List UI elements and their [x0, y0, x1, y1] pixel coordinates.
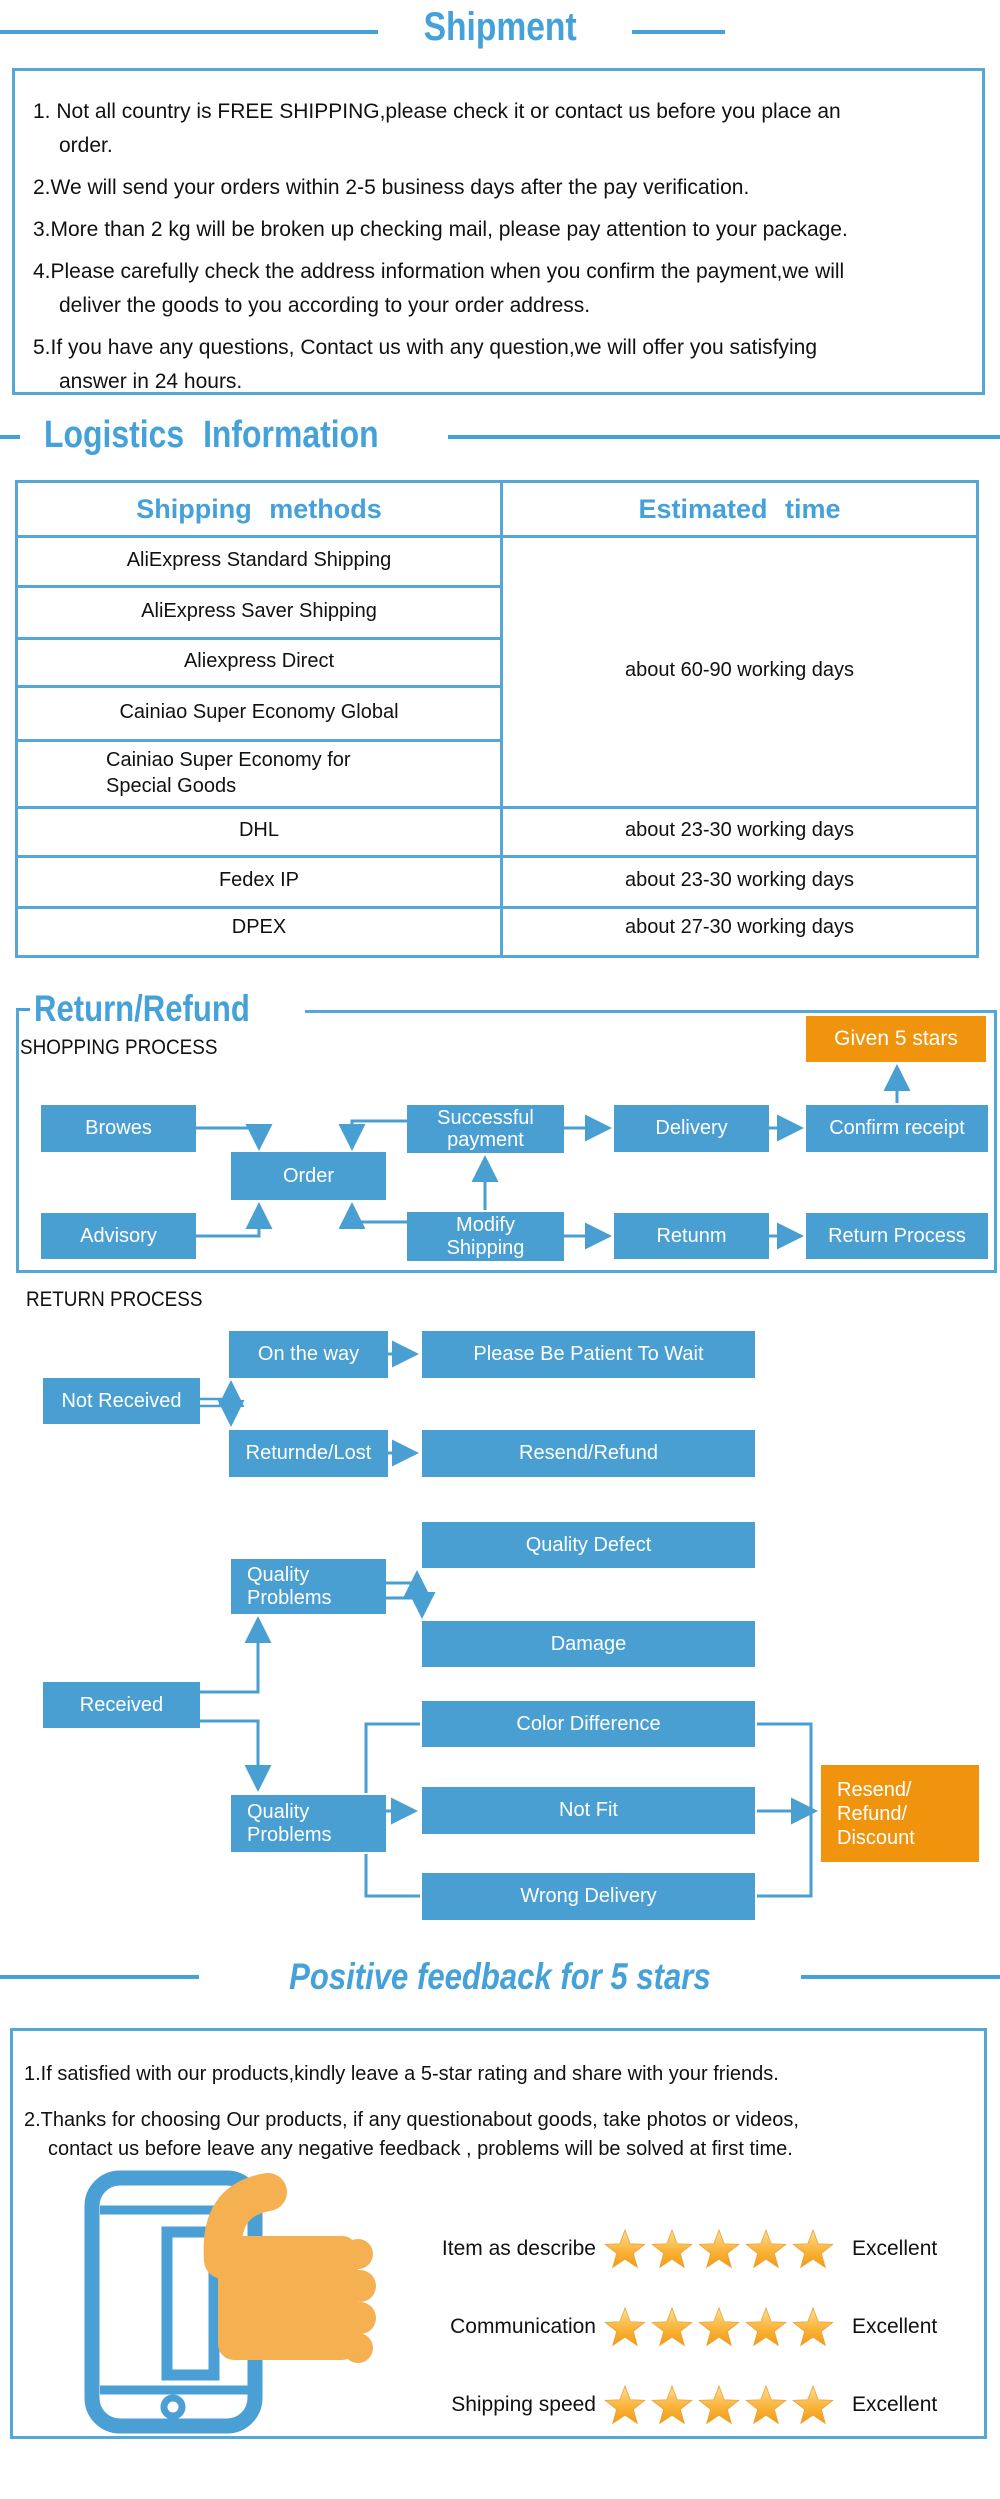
- flow-node-received: Received: [43, 1682, 200, 1728]
- method-aliexpress-saver: AliExpress Saver Shipping: [141, 599, 377, 622]
- rating-stars-communication: [604, 2305, 834, 2349]
- star-icon: [651, 2307, 693, 2347]
- star-icon: [651, 2385, 693, 2425]
- method-cainiao-global: Cainiao Super Economy Global: [119, 700, 399, 723]
- flow-node-wrong-delivery: Wrong Delivery: [422, 1873, 755, 1920]
- shipment-note-4: 4.Please carefully check the address inf…: [33, 260, 845, 317]
- rating-value-shipping-speed: Excellent: [852, 2393, 938, 2416]
- feedback-note-1: 1.If satisfied with our products,kindly …: [24, 2063, 779, 2085]
- rating-value-item-as-describe: Excellent: [852, 2237, 938, 2260]
- star-icon: [604, 2307, 646, 2347]
- thumbs-up-shape: [203, 2173, 376, 2363]
- logistics-title-left-dash: [0, 435, 20, 439]
- feedback-title: Positive feedback for 5 stars: [289, 1956, 711, 1997]
- flow-node-modify-shipping: Modify Shipping: [407, 1212, 564, 1261]
- rating-stars-shipping-speed: [604, 2383, 834, 2427]
- shopping-process-box-top-line: [305, 1010, 994, 1013]
- column-header-estimated-time: Estimated time: [638, 493, 841, 524]
- logistics-title: Logistics Information: [44, 414, 379, 456]
- star-icon: [745, 2307, 787, 2347]
- shopping-process-box: [16, 1010, 997, 1273]
- feedback-title-right-line: [801, 1975, 1000, 1979]
- flow-node-quality-problems-1: Quality Problems: [231, 1559, 386, 1614]
- feedback-title-left-line: [0, 1975, 199, 1979]
- rating-label-communication: Communication: [450, 2315, 596, 2338]
- rating-value-communication: Excellent: [852, 2315, 938, 2338]
- shipment-title-left-line: [0, 30, 378, 34]
- star-icon: [698, 2307, 740, 2347]
- flow-node-browes: Browes: [41, 1105, 196, 1152]
- time-dpex: about 27-30 working days: [624, 916, 855, 938]
- time-dhl: about 23-30 working days: [624, 819, 855, 841]
- rating-stars-item-as-describe: [604, 2227, 834, 2271]
- flow-node-advisory: Advisory: [41, 1213, 196, 1259]
- rating-label-item-as-describe: Item as describe: [441, 2237, 596, 2260]
- flow-node-return-process: Return Process: [806, 1213, 988, 1259]
- shipment-title-right-line: [632, 30, 725, 34]
- star-icon: [792, 2229, 834, 2269]
- table-row-line: [18, 585, 500, 588]
- flow-node-damage: Damage: [422, 1621, 755, 1667]
- flow-node-confirm-receipt: Confirm receipt: [806, 1105, 988, 1152]
- flow-node-not-fit: Not Fit: [422, 1787, 755, 1834]
- star-icon: [604, 2229, 646, 2269]
- flow-node-quality-defect: Quality Defect: [422, 1522, 755, 1568]
- flow-node-color-difference: Color Difference: [422, 1701, 755, 1747]
- method-dhl: DHL: [238, 819, 279, 841]
- rating-label-shipping-speed: Shipping speed: [451, 2393, 596, 2416]
- table-row-line: [18, 535, 976, 538]
- flow-node-please-be-patient: Please Be Patient To Wait: [422, 1331, 755, 1378]
- flow-node-retunm: Retunm: [614, 1213, 769, 1259]
- star-icon: [604, 2385, 646, 2425]
- table-row-line: [18, 806, 976, 809]
- method-aliexpress-standard: AliExpress Standard Shipping: [126, 548, 392, 571]
- star-icon: [792, 2307, 834, 2347]
- table-row-line: [18, 855, 976, 858]
- method-aliexpress-direct: Aliexpress Direct: [183, 649, 335, 672]
- logistics-table: Shipping methods Estimated time AliExpre…: [15, 480, 979, 958]
- method-cainiao-special-goods: Cainiao Super Economy for Special Goods: [106, 748, 351, 797]
- flow-node-delivery: Delivery: [614, 1105, 769, 1152]
- shipment-note-2: 2.We will send your orders within 2-5 bu…: [33, 176, 750, 199]
- star-icon: [651, 2229, 693, 2269]
- method-fedex: Fedex IP: [218, 869, 300, 891]
- flow-node-successful-payment: Successful payment: [407, 1105, 564, 1153]
- economy-estimated-time: about 60-90 working days: [624, 659, 855, 681]
- shipment-title: Shipment: [423, 5, 577, 49]
- flow-node-resend-refund: Resend/Refund: [422, 1430, 755, 1477]
- phone-thumbs-up-icon: [84, 2170, 376, 2434]
- star-icon: [792, 2385, 834, 2425]
- shipment-note-1: 1. Not all country is FREE SHIPPING,plea…: [33, 100, 841, 157]
- table-row-line: [18, 739, 500, 742]
- table-row-line: [18, 906, 976, 909]
- column-header-shipping-methods: Shipping methods: [136, 493, 382, 524]
- flow-node-resend-refund-discount: Resend/ Refund/ Discount: [821, 1765, 979, 1862]
- table-row-line: [18, 637, 500, 640]
- feedback-note-2: 2.Thanks for choosing Our products, if a…: [24, 2109, 799, 2160]
- flow-node-returnde-lost: Returnde/Lost: [229, 1430, 388, 1477]
- flow-node-order: Order: [231, 1152, 386, 1200]
- star-icon: [698, 2229, 740, 2269]
- return-process-label: RETURN PROCESS: [26, 1288, 203, 1311]
- time-fedex: about 23-30 working days: [624, 869, 855, 891]
- return-refund-title: Return/Refund: [34, 988, 250, 1029]
- star-icon: [745, 2229, 787, 2269]
- flow-node-on-the-way: On the way: [229, 1331, 388, 1378]
- table-column-divider: [500, 483, 503, 955]
- star-icon: [745, 2385, 787, 2425]
- flow-node-given-5-stars: Given 5 stars: [806, 1016, 986, 1062]
- return-refund-left-dash: [16, 1008, 30, 1011]
- feedback-box: [10, 2028, 987, 2439]
- shipment-note-3: 3.More than 2 kg will be broken up check…: [33, 218, 848, 241]
- shopping-process-label: SHOPPING PROCESS: [20, 1036, 218, 1059]
- logistics-title-right-line: [448, 435, 1000, 439]
- star-icon: [698, 2385, 740, 2425]
- flow-node-not-received: Not Received: [43, 1378, 200, 1424]
- method-dpex: DPEX: [231, 916, 287, 938]
- shipment-note-5: 5.If you have any questions, Contact us …: [33, 336, 818, 393]
- shipment-notes-box: 1. Not all country is FREE SHIPPING,plea…: [12, 68, 985, 395]
- table-row-line: [18, 685, 500, 688]
- flow-node-quality-problems-2: Quality Problems: [231, 1795, 386, 1852]
